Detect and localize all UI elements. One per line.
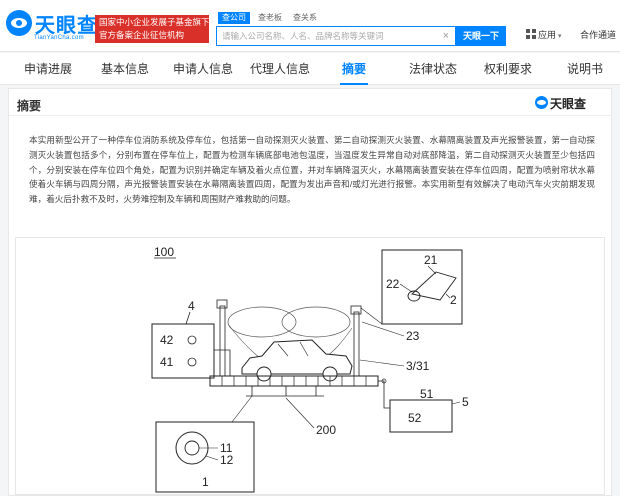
label-3-31: 3/31 (406, 359, 430, 373)
patent-nav: 申请进展 基本信息 申请人信息 代理人信息 摘要 法律状态 权利要求 说明书 (0, 53, 620, 85)
divider (9, 115, 611, 116)
tab-claims[interactable]: 权利要求 (484, 62, 533, 76)
app-menu[interactable]: 应用▾ (526, 28, 562, 41)
eye-logo-icon (535, 96, 548, 109)
label-51: 51 (420, 387, 434, 401)
label-21: 21 (424, 253, 438, 267)
label-100: 100 (154, 245, 174, 259)
label-200: 200 (316, 423, 336, 437)
abstract-panel: 摘要 天眼查 本实用新型公开了一种停车位消防系统及停车位，包括第一自动探测灭火装… (8, 88, 612, 496)
top-header: 天眼查 TianYanCha.com 国家中小企业发展子基金旗下 官方备案企业征… (0, 0, 620, 52)
tab-progress[interactable]: 申请进展 (24, 62, 73, 76)
eye-logo-icon (6, 10, 32, 36)
tab-description[interactable]: 说明书 (567, 62, 604, 76)
clear-icon[interactable]: × (442, 30, 449, 42)
label-42: 42 (160, 333, 174, 347)
tab-abstract[interactable]: 摘要 (339, 53, 369, 85)
detector-inset (381, 249, 463, 325)
label-11: 11 (220, 441, 233, 455)
tab-agent[interactable]: 代理人信息 (250, 62, 311, 76)
patent-figure: 100 4 42 41 (15, 237, 605, 495)
gov-badge-line2: 官方备案企业征信机构 (99, 30, 185, 40)
gov-badge[interactable]: 国家中小企业发展子基金旗下 官方备案企业征信机构 (95, 15, 209, 43)
grid-icon (526, 29, 536, 39)
search-tab-relation[interactable]: 查关系 (293, 13, 317, 22)
label-12: 12 (220, 453, 234, 467)
car-drawing (241, 339, 353, 375)
label-4: 4 (188, 299, 195, 313)
panel-title: 摘要 (17, 99, 42, 113)
chevron-down-icon: ▾ (558, 33, 562, 40)
tab-applicant[interactable]: 申请人信息 (173, 62, 234, 76)
search-tab-company[interactable]: 查公司 (218, 12, 250, 24)
tab-basic-info[interactable]: 基本信息 (101, 62, 150, 76)
search-button[interactable]: 天眼一下 (456, 26, 506, 46)
unit-1-box (155, 421, 255, 493)
gov-badge-line1: 国家中小企业发展子基金旗下 (99, 17, 209, 27)
label-5: 5 (462, 395, 469, 409)
label-23: 23 (406, 329, 420, 343)
label-52: 52 (408, 411, 422, 425)
search-box: × (216, 26, 456, 46)
tab-legal-status[interactable]: 法律状态 (409, 62, 458, 76)
label-22: 22 (386, 277, 400, 291)
abstract-text: 本实用新型公开了一种停车位消防系统及停车位，包括第一自动探测灭火装置、第二自动探… (29, 135, 595, 205)
panel-brand-logo: 天眼查 (535, 95, 601, 111)
app-menu-label: 应用 (538, 30, 557, 40)
patent-drawing: 100 4 42 41 (151, 245, 469, 493)
logo-subtext: TianYanCha.com (34, 35, 84, 41)
label-41: 41 (160, 355, 174, 369)
unit-5-box (389, 399, 453, 433)
label-1: 1 (202, 475, 209, 489)
coop-link[interactable]: 合作通道 (580, 30, 617, 40)
site-logo[interactable]: 天眼查 TianYanCha.com (6, 8, 97, 44)
panel-brand-text: 天眼查 (550, 97, 587, 111)
search-input[interactable] (222, 27, 438, 45)
search-tab-boss[interactable]: 查老板 (258, 13, 282, 22)
unit-4-box (151, 323, 215, 379)
logo-text: 天眼查 (35, 13, 98, 37)
label-2: 2 (450, 293, 457, 307)
